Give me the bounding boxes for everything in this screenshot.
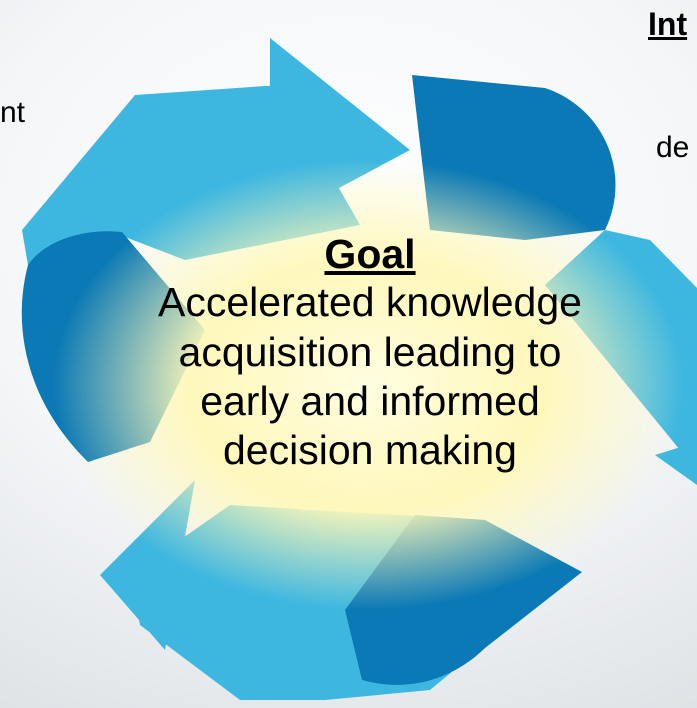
goal-glow [53,160,683,610]
right-text-fragment: de [656,131,690,164]
goal-line-3: early and informed [200,377,540,424]
goal-line-4: decision making [223,426,517,473]
goal-block: Goal Accelerated knowledge acquisition l… [70,230,670,475]
goal-line-2: acquisition leading to [178,328,562,375]
goal-title: Goal [324,231,416,277]
top-right-heading-fragment: Int [648,6,688,42]
goal-line-1: Accelerated knowledge [158,279,582,326]
goal-description: Accelerated knowledge acquisition leadin… [70,278,670,475]
left-text-fragment: nt [0,96,26,129]
